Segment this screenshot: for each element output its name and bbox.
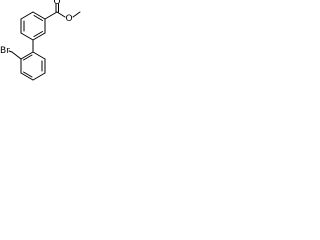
lower-benzene-ring xyxy=(20,51,46,81)
bond-upper-ring-3 xyxy=(32,32,46,41)
bond-upper-ring-1 xyxy=(32,11,46,20)
bond-lower-ring-1 xyxy=(32,51,46,60)
bond-lower-ring-inner-2 xyxy=(23,71,33,78)
ester-group: O O xyxy=(44,0,81,24)
bond-ch2-to-br xyxy=(8,50,13,53)
bond-lower-ring-4 xyxy=(20,72,34,81)
bond-lower-ring-3 xyxy=(32,72,46,81)
bond-ring-to-carbonyl xyxy=(44,11,58,20)
bond-ring-to-ch2 xyxy=(11,51,22,60)
upper-benzene-ring xyxy=(20,11,46,41)
molecule-diagram: O O Br xyxy=(0,0,84,92)
bromomethyl-group: Br xyxy=(0,46,22,60)
bond-upper-ring-6 xyxy=(20,11,34,20)
structure-svg: O O Br xyxy=(0,0,81,81)
ester-oxygen-label: O xyxy=(66,14,73,24)
bond-carbonyl-to-ester-o xyxy=(56,11,66,18)
bond-upper-ring-inner-3 xyxy=(33,31,43,37)
bond-lower-ring-6 xyxy=(20,51,34,60)
bromine-label: Br xyxy=(0,46,10,56)
bond-upper-ring-4 xyxy=(20,32,34,41)
bond-ester-o-to-methyl xyxy=(72,11,81,18)
carbonyl-oxygen-label: O xyxy=(54,0,61,7)
bond-lower-ring-inner-3 xyxy=(23,54,33,61)
bond-upper-ring-inner-2 xyxy=(33,15,43,21)
